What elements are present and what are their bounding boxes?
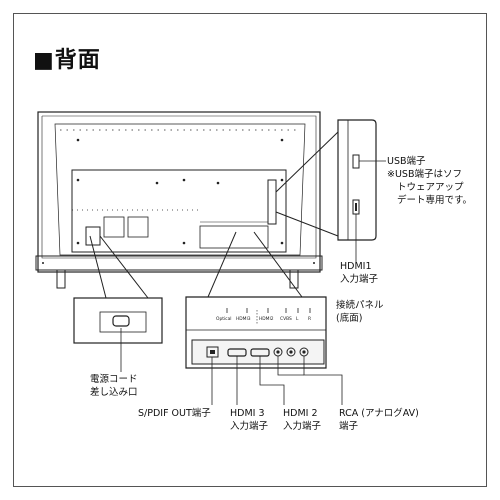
panel-label-l: L: [296, 316, 299, 322]
tv-back-plate: [54, 123, 306, 256]
panel-label-hdmi2: HDMI2: [259, 316, 274, 322]
power-label-line2: 差し込み口: [90, 387, 138, 398]
usb-note-line1: ※USB端子はソフ: [387, 169, 462, 180]
rca-label-line1: RCA (アナログAV): [339, 408, 419, 419]
rca-label: RCA (アナログAV) 端子: [339, 407, 419, 433]
hdmi3-label-line1: HDMI 3: [230, 408, 265, 419]
power-label: 電源コード 差し込み口: [90, 373, 138, 399]
hdmi2-label: HDMI 2 入力端子: [283, 407, 321, 433]
page-title: ■背面: [33, 48, 101, 73]
hdmi1-label-line2: 入力端子: [340, 274, 379, 285]
usb-label-title: USB端子: [387, 156, 426, 167]
stand-right: [289, 269, 299, 289]
hdmi1-label: HDMI1 入力端子: [340, 260, 378, 286]
panel-label: 接続パネル (底面): [336, 299, 384, 325]
power-label-line1: 電源コード: [90, 374, 138, 385]
panel-label-line2: (底面): [336, 313, 363, 324]
power-inlet-tv: [85, 226, 101, 246]
rca-label-line2: 端子: [339, 421, 359, 432]
usb-note-line3: デート専用です。: [397, 195, 473, 206]
side-port-closeup: [337, 119, 377, 241]
hdmi3-label-line2: 入力端子: [230, 421, 269, 432]
panel-label-hdmi3: HDMI3: [236, 316, 251, 322]
usb-port: [352, 154, 360, 169]
connection-panel-closeup: [185, 296, 327, 369]
panel-label-cvbs: CVBS: [280, 316, 292, 322]
bottom-bar: [35, 255, 323, 271]
diagram-frame: [13, 13, 487, 487]
side-port-strip: [267, 179, 277, 225]
power-socket: [112, 315, 130, 327]
hdmi1-label-line1: HDMI1: [340, 261, 372, 272]
hdmi2-label-line2: 入力端子: [283, 421, 322, 432]
panel-label-line1: 接続パネル: [336, 300, 384, 311]
panel-label-optical: Optical: [216, 316, 232, 322]
usb-note-line2: トウェアアップ: [397, 182, 464, 193]
power-inlet-closeup: [73, 297, 163, 344]
hdmi3-label: HDMI 3 入力端子: [230, 407, 268, 433]
stand-left: [56, 269, 66, 289]
spdif-label: S/PDIF OUT端子: [138, 408, 211, 419]
hdmi2-label-line1: HDMI 2: [283, 408, 318, 419]
tv-back-body: [37, 111, 321, 273]
usb-label: USB端子 ※USB端子はソフ トウェアアップ デート専用です。: [387, 155, 472, 207]
panel-label-r: R: [308, 316, 311, 322]
spdif-port: [206, 346, 219, 358]
rca-l: [286, 347, 296, 357]
rear-housing: [71, 169, 287, 253]
bottom-panel-tv: [199, 225, 269, 249]
